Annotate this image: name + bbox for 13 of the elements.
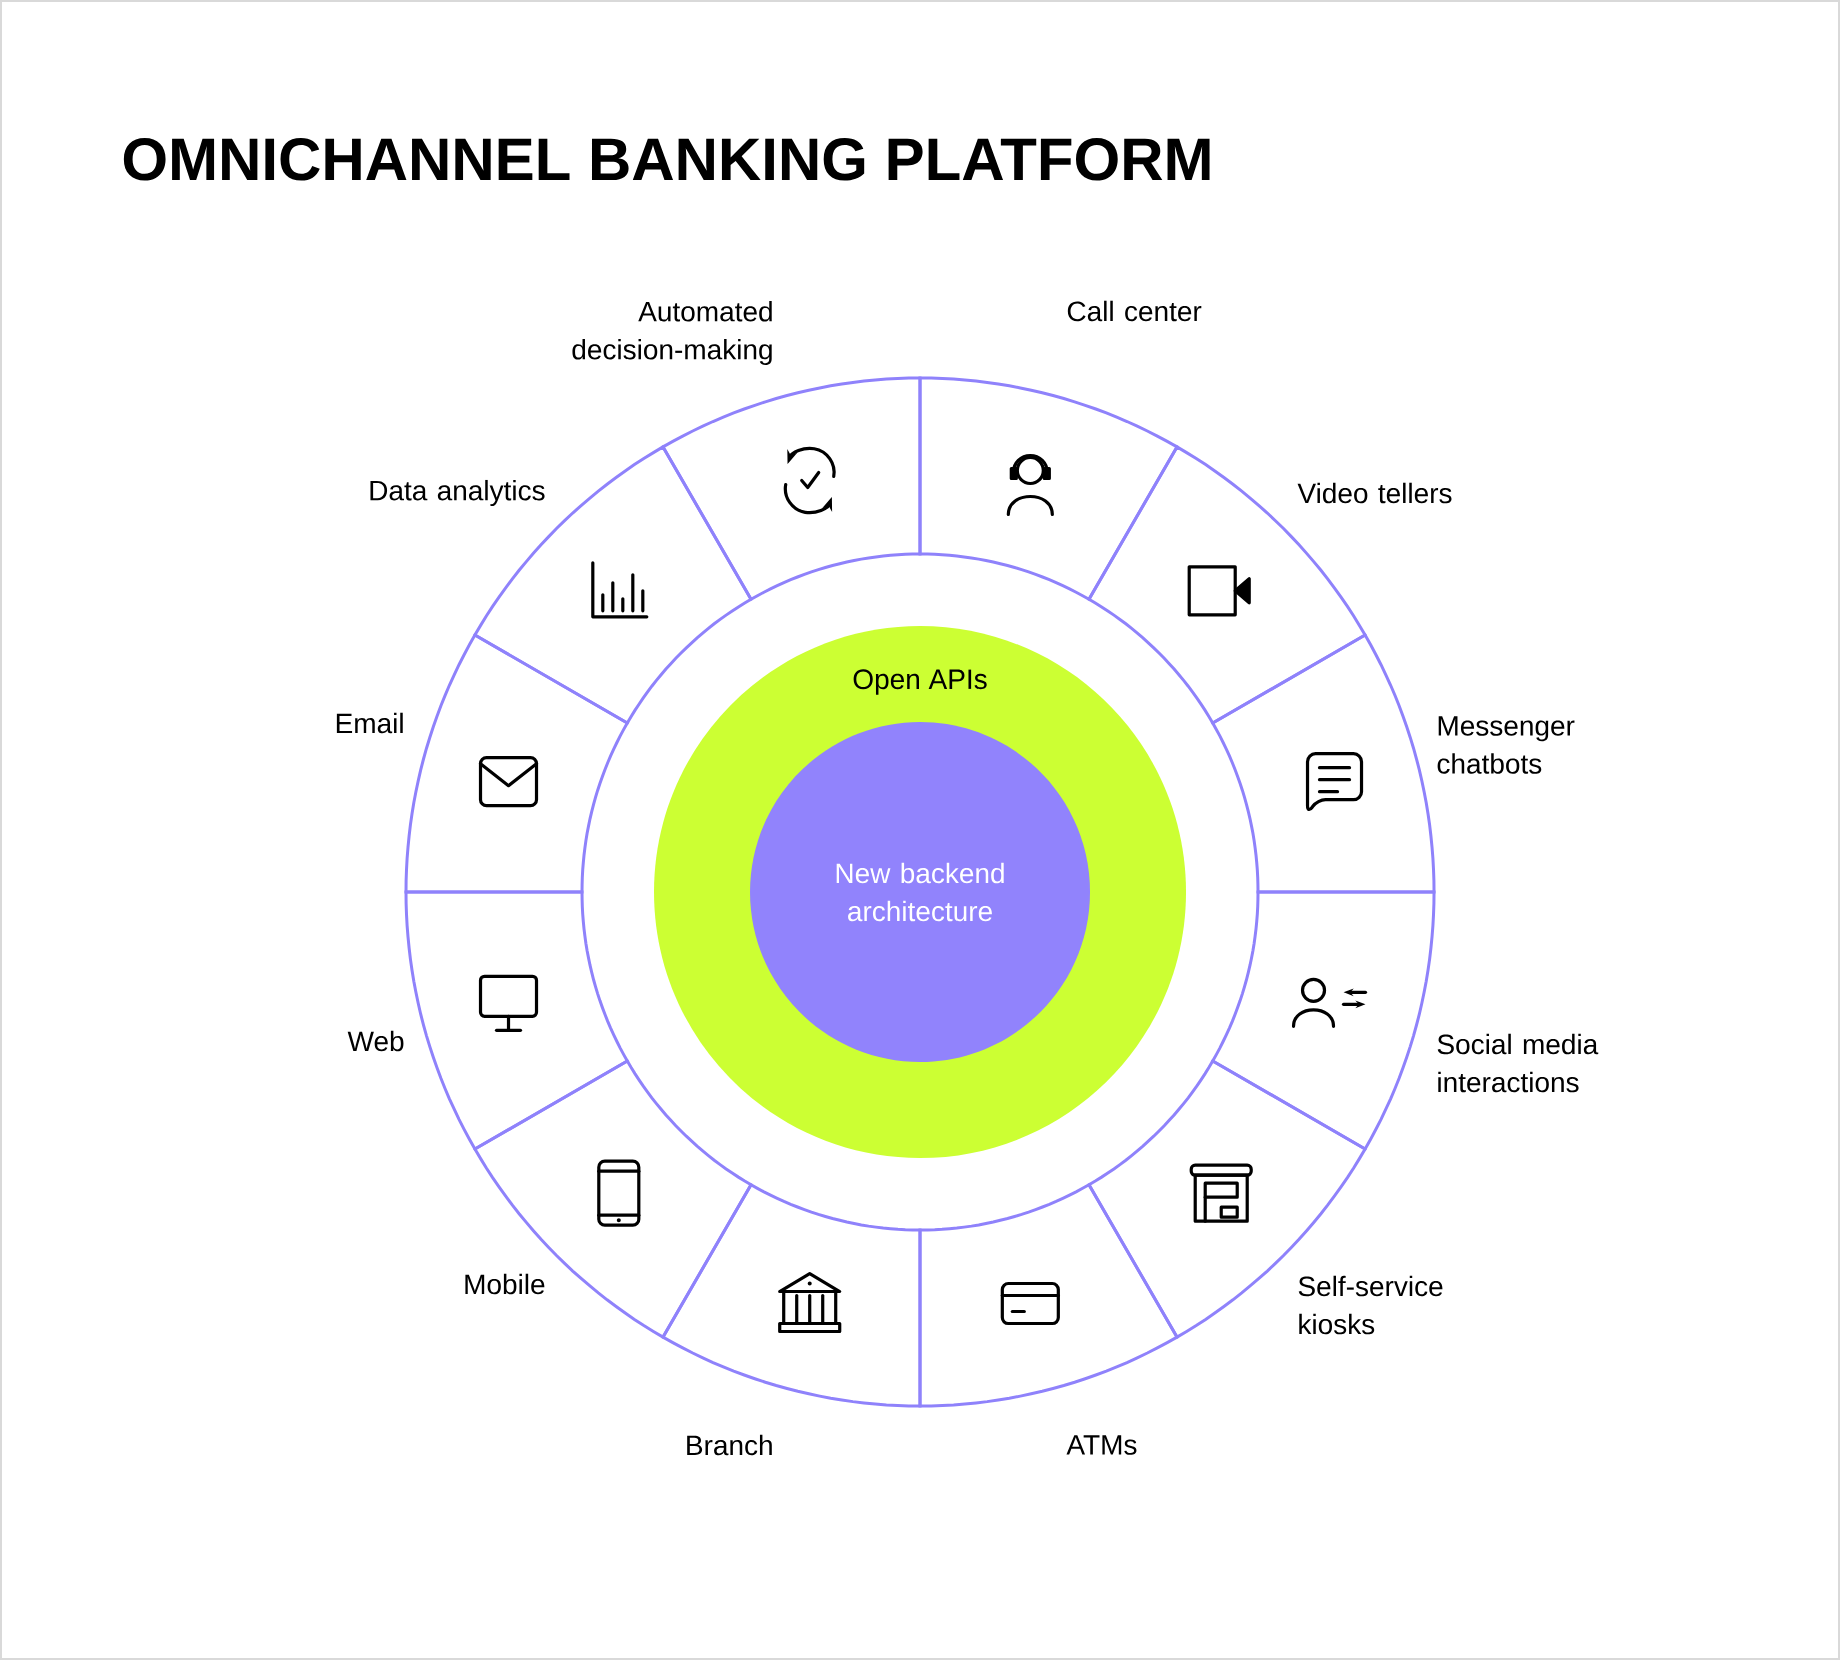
channel-label: Video tellers <box>1297 482 1452 504</box>
channel-label: Call center <box>1067 300 1202 322</box>
channel-label: Messenger chatbots <box>1437 716 1575 774</box>
channel-label: Data analytics <box>370 479 545 507</box>
channel-label: Branch <box>687 1434 772 1456</box>
channel-label: Automated decision-making <box>572 300 772 366</box>
channel-label: Social media interactions <box>1437 1033 1599 1093</box>
channel-label: Mobile <box>465 1273 545 1295</box>
channel-label: Self-service kiosks <box>1298 1275 1443 1335</box>
channel-label: Email <box>336 712 403 734</box>
channel-label: ATMs <box>1066 1435 1137 1455</box>
title: OMNICHANNEL BANKING PLATFORM <box>123 138 1210 181</box>
channel-label: Web <box>347 1030 404 1052</box>
